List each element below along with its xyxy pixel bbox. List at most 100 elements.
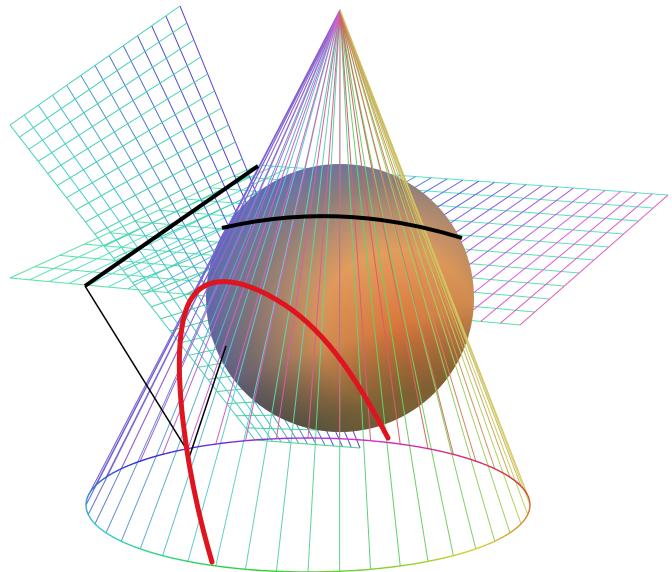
- cone-base-segment: [383, 566, 392, 569]
- cone-base-segment: [115, 468, 121, 473]
- cone-base-segment: [171, 557, 178, 560]
- cone-base-segment: [418, 446, 426, 449]
- cone-base-segment: [254, 438, 262, 441]
- cone-base-segment: [503, 533, 508, 538]
- cone-base-segment: [456, 552, 463, 556]
- cone-generator: [339, 9, 477, 462]
- cone-base-segment: [467, 457, 474, 461]
- cone-base-segment: [115, 537, 121, 542]
- horizontal-plane-grid-line: [500, 193, 653, 324]
- cone-base-segment: [190, 446, 198, 449]
- cone-base-segment: [183, 559, 191, 563]
- cone-base-segment: [239, 439, 247, 442]
- cone-base-segment: [412, 562, 420, 565]
- cone-generator: [339, 9, 511, 533]
- cone-generator: [275, 9, 341, 572]
- cone-base-segment: [369, 568, 377, 571]
- cone-generator: [339, 9, 529, 515]
- cone-base-segment: [482, 543, 488, 547]
- cone-base-segment: [487, 464, 493, 469]
- cone-base-segment: [196, 562, 204, 565]
- cone-base-segment: [383, 441, 392, 444]
- cone-base-segment: [86, 495, 89, 499]
- cone-base-segment: [518, 522, 522, 527]
- cone-generator: [120, 9, 341, 469]
- cone-base-segment: [88, 516, 92, 520]
- cone-base-segment: [522, 518, 526, 522]
- cone-base-segment: [94, 522, 98, 527]
- cone-base-segment: [520, 520, 524, 524]
- cone-base-segment: [196, 445, 204, 448]
- cone-base-segment: [104, 475, 109, 479]
- cone-base-segment: [137, 459, 144, 463]
- cone-base-segment: [92, 486, 96, 490]
- cone-base-segment: [159, 452, 166, 456]
- cone-base-segment: [210, 443, 218, 446]
- cone-base-segment: [87, 513, 90, 517]
- cone-generator: [339, 9, 522, 525]
- cone-base-segment: [527, 511, 530, 515]
- cone-base-segment: [526, 493, 529, 497]
- cone-generator: [162, 9, 341, 455]
- cone-base-segment: [369, 439, 377, 442]
- cone-generator: [339, 9, 496, 542]
- cone-base-segment: [132, 545, 139, 549]
- cone-generator: [244, 9, 341, 441]
- cone-base-segment: [254, 569, 262, 572]
- cone-generator: [339, 9, 401, 566]
- cone-base-segment: [361, 568, 370, 571]
- tilted-plane-grid-line: [19, 22, 188, 138]
- cone-base-segment: [111, 470, 117, 475]
- cone-base-segment: [177, 448, 185, 452]
- tilted-plane-grid-line: [9, 5, 181, 126]
- cone-base-segment: [491, 539, 497, 544]
- cone-base-segment: [495, 537, 501, 542]
- cone-base-segment: [376, 440, 385, 443]
- horizontal-plane-grid-line: [480, 192, 637, 322]
- cone-base-segment: [123, 464, 129, 469]
- cone-base-segment: [450, 452, 457, 456]
- cone-generator: [339, 9, 529, 496]
- cone-generator: [94, 9, 341, 487]
- cone-base-segment: [94, 483, 98, 488]
- cone-generator: [339, 9, 372, 441]
- cone-base-segment: [467, 549, 474, 553]
- cone-base-segment: [405, 444, 413, 447]
- cone-base-segment: [398, 443, 406, 446]
- cone-base-segment: [148, 456, 154, 460]
- cone-base-segment: [472, 459, 479, 463]
- cone-base-segment: [203, 563, 211, 566]
- cone-generator: [275, 9, 341, 439]
- parabola: [176, 279, 391, 565]
- cone-base-segment: [239, 568, 247, 571]
- cone-base-segment: [425, 559, 433, 563]
- cone-generator: [215, 9, 341, 445]
- cone-base-segment: [190, 561, 198, 564]
- cone-generator: [187, 9, 341, 562]
- cone-generator: [339, 9, 496, 469]
- cone-base-segment: [104, 531, 109, 535]
- cone-base-segment: [444, 555, 451, 559]
- cone-base-segment: [472, 547, 479, 551]
- cone-base-segment: [405, 563, 413, 566]
- cone-base-segment: [391, 565, 399, 568]
- horizontal-plane-grid-line: [519, 194, 669, 326]
- cone-base-segment: [224, 441, 233, 444]
- cone-base-segment: [507, 475, 512, 479]
- cone-base-segment: [231, 567, 240, 570]
- cone-base-segment: [431, 448, 439, 452]
- cone-base-segment: [482, 463, 488, 467]
- cone-base-segment: [438, 450, 445, 453]
- cone-base-segment: [522, 488, 526, 492]
- cone-base-segment: [87, 493, 90, 497]
- horizontal-plane-grid-line: [9, 164, 259, 279]
- cone-generator: [339, 9, 454, 556]
- cone-base-segment: [111, 535, 117, 540]
- cone-base-segment: [231, 440, 240, 443]
- cone: [85, 9, 531, 572]
- cone-base-segment: [516, 481, 520, 485]
- cone-base-segment: [516, 525, 520, 529]
- cone-base-segment: [444, 451, 451, 455]
